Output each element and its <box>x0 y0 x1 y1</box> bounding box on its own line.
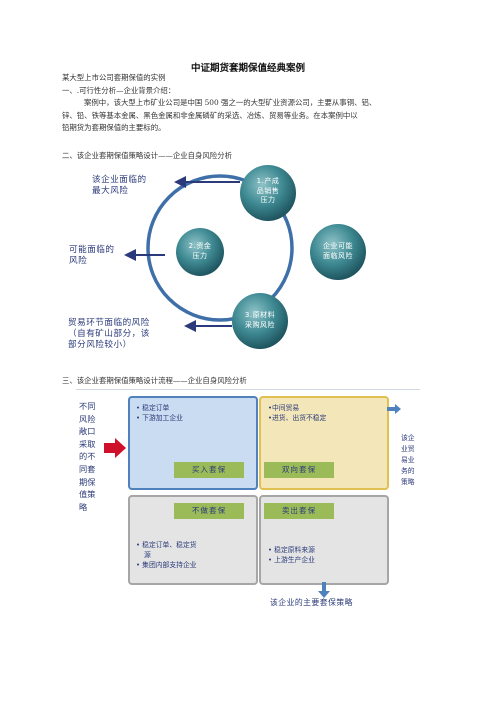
circle-sales-pressure <box>240 165 296 221</box>
section-heading-2: 二、该企业套期保值策略设计——企业自身风险分析 <box>62 151 232 160</box>
section-heading-1: 一、.可行性分析—企业背景介绍： <box>62 85 176 95</box>
bar-two-way-hedge: 双向套保 <box>264 462 334 478</box>
circle-2-text: 2.资金压力 <box>188 242 212 260</box>
circle-capital-pressure <box>176 228 224 276</box>
cycle-ring <box>146 174 294 322</box>
bar-no-hedge: 不做套保 <box>174 503 244 519</box>
paragraph-line: 铅期货为套期保值的主要标的。 <box>62 123 166 132</box>
strategy-diagram <box>76 389 420 618</box>
risk-cycle-diagram <box>124 165 366 349</box>
circle-3-text: 3.原材料采购风险 <box>244 311 276 329</box>
paragraph-line: 锌、铅、铁等基本金属、黑色金属和非金属磷矿的采选、冶炼、贸易等业务。在本案例中以 <box>62 110 358 120</box>
arrow-right-icon <box>387 404 401 414</box>
arrow-down-icon <box>318 582 330 598</box>
section-heading-3: 三、该企业套期保值策略设计流程——企业自身风险分析 <box>62 376 247 385</box>
label-biggest-risk: 该企业面临的最大风险 <box>92 175 147 196</box>
box-bl-text: • 稳定订单、稳定货源• 集团内部支持企业 <box>136 541 197 569</box>
subtitle: 某大型上市公司套期保值的实例 <box>62 73 166 82</box>
circle-center-risk <box>310 224 366 280</box>
document-title: 中证期货套期保值经典案例 <box>190 63 305 74</box>
label-possible-risk: 可能面临的风险 <box>69 245 115 266</box>
center-circle-text: 企业可能面临风险 <box>323 242 353 260</box>
box-br-text: • 稳定原料来源• 上游生产企业 <box>268 546 315 564</box>
circle-procurement-risk <box>232 293 288 349</box>
red-arrow-icon <box>104 438 126 458</box>
bottom-label: 该企业的主要套保策略 <box>270 598 353 607</box>
circle-1-text: 1.产成品销售压力 <box>256 177 280 204</box>
box-tl-text: • 稳定订单• 下游加工企业 <box>136 404 183 422</box>
box-tr-text: •中间贸易•进货、出货不稳定 <box>268 404 327 422</box>
right-vertical-label: 该企业贸 易业务的 策略 <box>401 434 415 486</box>
bar-sell-hedge: 卖出套保 <box>264 503 334 519</box>
paragraph-line: 案例中，该大型上市矿业公司是中国 500 强之一的大型矿业资源公司，主要从事铜、… <box>84 98 377 107</box>
label-trade-risk: 贸易环节面临的风险（自有矿山部分，该部分风险较小） <box>68 318 150 350</box>
bar-buy-hedge: 买入套保 <box>174 462 244 478</box>
left-vertical-label: 不同风险 敞口采取 的不同套 期保值策 略 <box>79 401 96 512</box>
